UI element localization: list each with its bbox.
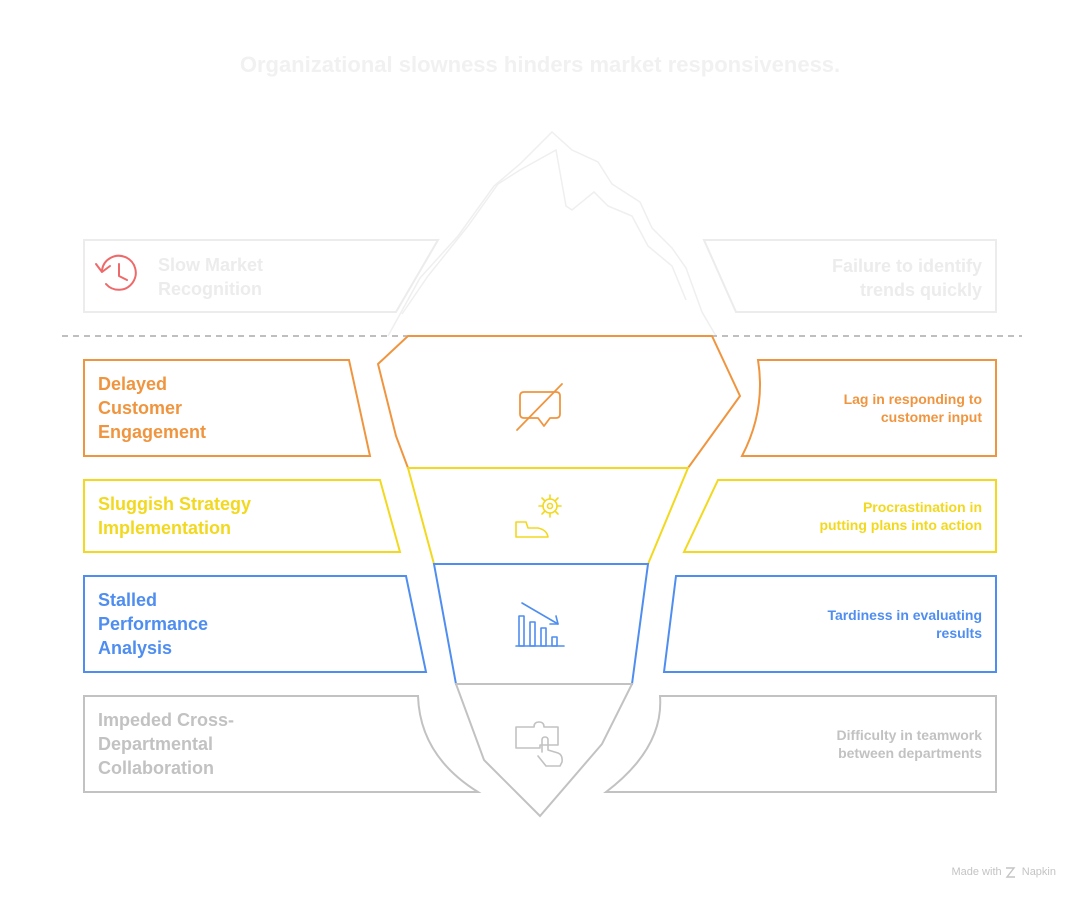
- watermark: Made with Napkin: [951, 866, 1056, 878]
- orange-center-band: [376, 335, 742, 469]
- strategy-gear-icon: [515, 494, 562, 538]
- top-left-box: [83, 239, 440, 313]
- napkin-logo-icon: [1005, 867, 1016, 878]
- message-off-icon: [516, 383, 563, 431]
- clock-rewind-icon: [95, 254, 137, 291]
- gray-center-band: [454, 683, 634, 818]
- chart-down-icon: [515, 602, 565, 647]
- yellow-right-box: [682, 479, 997, 553]
- iceberg-tip: [387, 130, 717, 337]
- yellow-left-box: [83, 479, 402, 553]
- orange-left-box: [83, 359, 372, 457]
- top-right-box: [702, 239, 997, 313]
- blue-center-band: [432, 563, 650, 685]
- yellow-center-band: [406, 467, 690, 565]
- gray-left-box: [83, 695, 482, 793]
- diagram-title: Organizational slowness hinders market r…: [239, 52, 841, 77]
- gray-layer: [83, 683, 997, 818]
- gray-right-box: [603, 695, 997, 793]
- blue-right-box: [662, 575, 997, 673]
- watermark-brand: Napkin: [1021, 866, 1056, 878]
- top-layer: [83, 239, 997, 313]
- watermark-prefix: Made with: [951, 866, 1002, 878]
- blue-left-box: [83, 575, 428, 673]
- puzzle-hand-icon: [515, 721, 563, 767]
- orange-right-box: [740, 359, 997, 457]
